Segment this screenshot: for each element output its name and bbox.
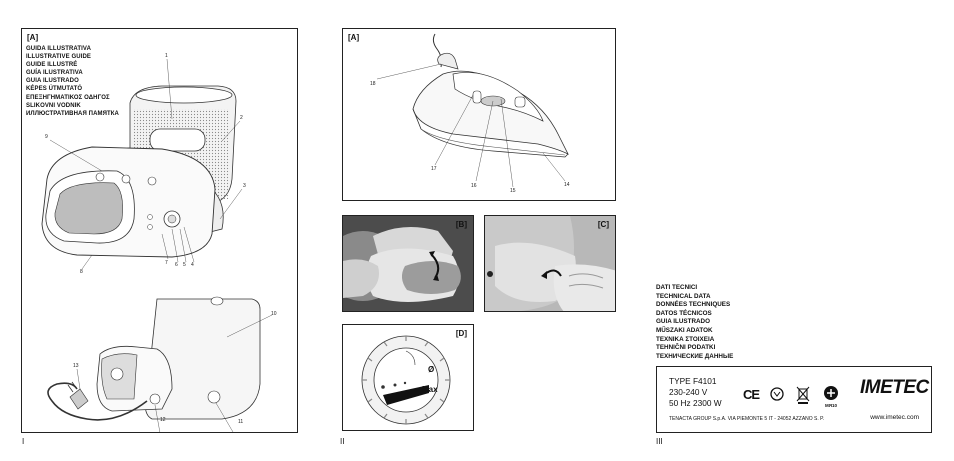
callout-4: 4 [191, 262, 194, 268]
photo-panel-c: [C] [484, 215, 616, 312]
tech-title: DONNÉES TECHNIQUES [656, 301, 731, 309]
gost-certification-icon [824, 386, 838, 400]
steam-generator-drawing [41, 58, 243, 270]
company-address: TENACTA GROUP S.p.A. VIA PIEMONTE 5 IT -… [669, 416, 825, 422]
callout-5: 5 [183, 262, 186, 268]
website-link[interactable]: www.imetec.com [870, 414, 919, 421]
technical-data-title-list: DATI TECNICI TECHNICAL DATA DONNÉES TECH… [656, 284, 733, 361]
tech-title: MŰSZAKI ADATOK [656, 326, 713, 334]
iron-panel-a: [A] 18 17 16 15 14 [342, 28, 616, 201]
callout-2: 2 [240, 115, 243, 121]
callout-17: 17 [431, 166, 437, 172]
frequency-power: 50 Hz 2300 W [669, 398, 722, 408]
callout-13: 13 [73, 363, 79, 369]
cert-code: MЯ10 [825, 403, 837, 408]
callout-18: 18 [370, 81, 376, 87]
iron-drawing [376, 33, 569, 188]
weee-bin-icon [796, 386, 810, 404]
page-number-middle: II [340, 437, 345, 446]
hands-removing-tank-photo [343, 216, 473, 311]
panel-tag: [A] [27, 33, 39, 42]
callout-15: 15 [510, 188, 516, 194]
guide-title: GUIDE ILLUSTRÉ [26, 62, 78, 69]
callout-14: 14 [564, 182, 570, 188]
tech-title: TEHNIČNI PODATKI [656, 344, 716, 352]
guide-title: SLIKOVNI VODNIK [26, 102, 81, 109]
type-code: TYPE F4101 [669, 376, 717, 386]
guide-title: GUIDA ILLUSTRATIVA [26, 46, 92, 52]
guide-title: GUIA ILUSTRADO [26, 78, 79, 85]
base-station-drawing [47, 296, 273, 432]
tech-title: TECHNICAL DATA [656, 292, 711, 300]
page-number-left: I [22, 437, 25, 446]
guide-title: KÉPES ÚTMUTATÓ [26, 86, 83, 93]
callout-9: 9 [45, 134, 48, 140]
certification-icons [770, 386, 838, 404]
callout-1: 1 [165, 53, 168, 59]
dial-max-label: Max [422, 385, 438, 394]
recycle-icon [770, 387, 784, 401]
callout-8: 8 [80, 269, 83, 275]
guide-title: ILLUSTRATIVE GUIDE [26, 54, 92, 61]
panel-tag: [B] [455, 220, 467, 229]
tech-title: GUIA ILUSTRADO [656, 318, 710, 326]
guide-title-list: GUIDA ILLUSTRATIVA ILLUSTRATIVE GUIDE GU… [26, 45, 119, 118]
steam-dial-drawing [361, 335, 451, 425]
illustrative-guide-panel: [A] [21, 28, 298, 433]
tech-title: DATI TECNICI [656, 284, 698, 291]
guide-title: ΕΠΕΞΗΓΗΜΑΤΙΚΟΣ ΟΔΗΓΟΣ [26, 94, 110, 101]
hand-turning-cap-photo [485, 216, 615, 311]
dial-panel-d: Ø Max [D] [342, 324, 474, 431]
photo-panel-b: [B] [342, 215, 474, 312]
panel-tag: [D] [455, 329, 467, 338]
guide-title: ИЛЛЮСТРАТИВНАЯ ПАМЯТКА [26, 110, 119, 117]
callout-7: 7 [165, 260, 168, 266]
rating-plate: TYPE F4101 230-240 V 50 Hz 2300 W CE MЯ1… [656, 366, 932, 433]
callout-11: 11 [238, 419, 244, 425]
callout-10: 10 [271, 311, 277, 317]
ce-mark: CE [743, 387, 760, 402]
page-number-right: III [656, 437, 663, 446]
rating-plate-specs: TYPE F4101 230-240 V 50 Hz 2300 W [669, 376, 722, 409]
brand-logo: IMETEC [860, 377, 929, 398]
callout-3: 3 [243, 183, 246, 189]
callout-16: 16 [471, 183, 477, 189]
guide-title: GUÍA ILUSTRATIVA [26, 70, 83, 77]
tech-title: ТЕХНИЧЕСКИЕ ДАННЫЕ [656, 352, 734, 360]
tech-title: ΤΕΧΝΙΚΑ ΣΤΟΙΧΕΙΑ [656, 335, 715, 343]
callout-6: 6 [175, 262, 178, 268]
callout-12: 12 [160, 417, 166, 423]
panel-tag: [C] [597, 220, 609, 229]
voltage: 230-240 V [669, 387, 708, 397]
dial-symbol: Ø [428, 365, 435, 374]
tech-title: DATOS TÉCNICOS [656, 309, 712, 317]
panel-tag: [A] [348, 33, 360, 42]
